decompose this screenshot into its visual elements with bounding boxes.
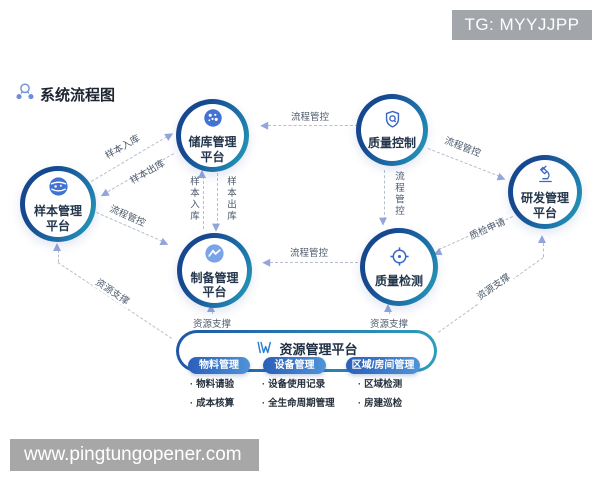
edge-label-sample-out: 样本出库 xyxy=(128,158,167,187)
node-label: 平台 xyxy=(45,218,70,233)
watermark-top: TG: MYYJJPP xyxy=(452,10,592,40)
list-item: 物料请验 xyxy=(190,375,234,394)
arrowhead-icon xyxy=(212,223,220,232)
edge-line xyxy=(58,250,59,262)
page-title: 系统流程图 xyxy=(40,87,116,104)
edge-line xyxy=(270,262,358,263)
node-label: 质量控制 xyxy=(367,136,416,151)
node-preparation-platform: 制备管理平台 xyxy=(177,233,252,308)
arrowhead-icon xyxy=(496,172,507,184)
equipment-management-list: 设备使用记录 全生命周期管理 xyxy=(262,375,335,413)
pill-material-management: 物料管理 xyxy=(188,357,250,374)
edge-label-resource-support: 资源支撑 xyxy=(91,273,135,309)
area-room-management-list: 区域检测 房建巡检 xyxy=(358,375,402,413)
node-rd-platform: 研发管理平台 xyxy=(508,155,582,229)
arrowhead-icon xyxy=(379,217,387,226)
node-label: 样本管理 xyxy=(33,204,82,219)
molecule-cluster-icon xyxy=(14,81,36,108)
edge-line xyxy=(384,170,385,220)
edge-label-sample-in: 样本入库 xyxy=(103,133,142,162)
edge-line xyxy=(217,173,218,226)
arrowhead-icon xyxy=(53,243,61,251)
node-label: 储库管理 xyxy=(188,135,237,150)
pill-area-room-management: 区域/房间管理 xyxy=(346,357,420,374)
node-quality-inspection: 质量检测 xyxy=(360,228,438,306)
list-item: 区域检测 xyxy=(358,375,402,394)
petri-dish-icon xyxy=(202,107,224,134)
arrowhead-icon xyxy=(164,129,176,141)
edge-line xyxy=(268,125,358,126)
edge-label-resource-support: 资源支撑 xyxy=(471,268,515,304)
node-storage-platform: 储库管理平台 xyxy=(176,99,249,172)
edge-label-resource-support: 资源支撑 xyxy=(367,316,411,330)
microscope-icon xyxy=(535,164,556,190)
pill-equipment-management: 设备管理 xyxy=(263,357,326,374)
list-item: 全生命周期管理 xyxy=(262,394,335,413)
trend-zigzag-icon xyxy=(203,242,226,270)
shield-check-icon xyxy=(382,109,403,135)
edge-line xyxy=(203,176,204,229)
watermark-bottom: www.pingtungopener.com xyxy=(10,439,259,471)
list-item: 设备使用记录 xyxy=(262,375,335,394)
material-management-list: 物料请验 成本核算 xyxy=(190,375,234,413)
node-sample-platform: 样本管理平台 xyxy=(20,166,96,242)
crosshair-target-icon xyxy=(388,245,411,273)
edge-label-process-control: 流程管控 xyxy=(289,248,329,259)
edge-label-sample-out-vertical: 样本出库 xyxy=(225,176,236,222)
edge-label-resource-support: 资源支撑 xyxy=(190,316,234,330)
resource-platform-title: 资源管理平台 xyxy=(279,342,358,357)
list-item: 成本核算 xyxy=(190,394,234,413)
arrowhead-icon xyxy=(384,304,392,312)
edge-label-process-control: 流程管控 xyxy=(290,112,330,123)
resource-w-icon xyxy=(255,340,273,360)
node-label: 平台 xyxy=(200,149,225,164)
edge-label-sample-in-vertical: 样本入库 xyxy=(188,176,199,222)
edge-line xyxy=(543,243,544,257)
list-item: 房建巡检 xyxy=(358,394,402,413)
arrowhead-icon xyxy=(260,121,269,130)
node-label: 平台 xyxy=(202,285,227,299)
arrowhead-icon xyxy=(538,235,546,243)
node-quality-control: 质量控制 xyxy=(356,94,428,166)
arrowhead-icon xyxy=(198,170,206,178)
node-label: 研发管理 xyxy=(520,191,569,206)
arrowhead-icon xyxy=(207,304,215,312)
globe-sphere-icon xyxy=(47,175,70,203)
arrowhead-icon xyxy=(159,237,171,249)
node-label: 制备管理 xyxy=(190,270,239,285)
node-label: 平台 xyxy=(532,205,557,220)
edge-label-inspection-request: 质检申请 xyxy=(468,216,508,243)
edge-label-process-control-vertical: 流程管控 xyxy=(393,171,404,217)
node-label: 质量检测 xyxy=(374,274,423,289)
arrowhead-icon xyxy=(262,258,271,267)
